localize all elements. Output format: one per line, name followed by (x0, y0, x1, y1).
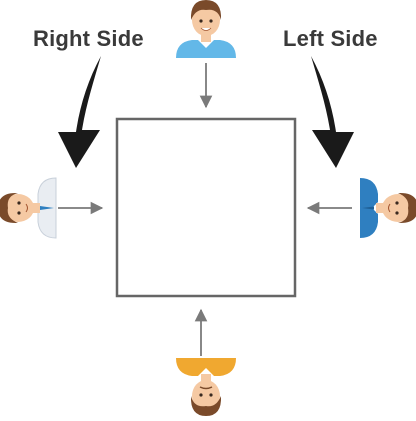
right-person-icon (360, 178, 416, 238)
right-side-label: Right Side (33, 26, 144, 51)
left-person-icon (0, 177, 57, 239)
square-outline-icon (115, 117, 297, 298)
bottom-person-icon (176, 358, 236, 416)
left-side-label: Left Side (283, 26, 378, 51)
right-side-curved-arrow-icon (58, 56, 101, 168)
top-person-icon (176, 0, 236, 58)
left-side-curved-arrow-icon (311, 56, 354, 168)
